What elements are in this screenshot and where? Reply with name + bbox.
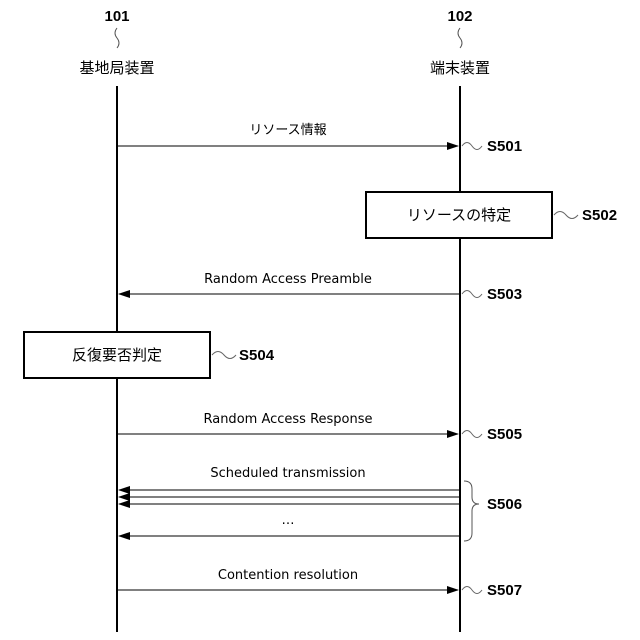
step-s501-leader — [462, 143, 482, 150]
process-s502-label: リソースの特定 — [407, 206, 511, 224]
step-s502-leader — [554, 212, 578, 219]
message-s506-label: Scheduled transmission — [210, 466, 365, 481]
entity-101-ref: 101 — [104, 8, 129, 25]
step-s503: S503 — [487, 286, 522, 303]
message-s503-label: Random Access Preamble — [204, 272, 372, 287]
step-s502: S502 — [582, 207, 617, 224]
message-s506-ellipsis: … — [282, 513, 295, 528]
message-s505-label: Random Access Response — [203, 412, 372, 427]
entity-101-leader — [115, 28, 119, 48]
entity-102-name: 端末装置 — [430, 59, 490, 77]
message-s507-label: Contention resolution — [218, 568, 358, 583]
step-s503-leader — [462, 291, 482, 298]
step-s506: S506 — [487, 496, 522, 513]
step-s504-leader — [212, 352, 236, 359]
entity-101-name: 基地局装置 — [79, 59, 154, 77]
message-s501-label: リソース情報 — [249, 123, 326, 138]
step-s501: S501 — [487, 138, 522, 155]
step-s506-brace — [464, 481, 479, 541]
process-s504-label: 反復要否判定 — [72, 346, 162, 364]
step-s507: S507 — [487, 582, 522, 599]
step-s504: S504 — [239, 347, 275, 364]
step-s507-leader — [462, 587, 482, 594]
step-s505: S505 — [487, 426, 522, 443]
step-s505-leader — [462, 431, 482, 438]
entity-102-ref: 102 — [447, 8, 472, 25]
entity-102-leader — [458, 28, 462, 48]
